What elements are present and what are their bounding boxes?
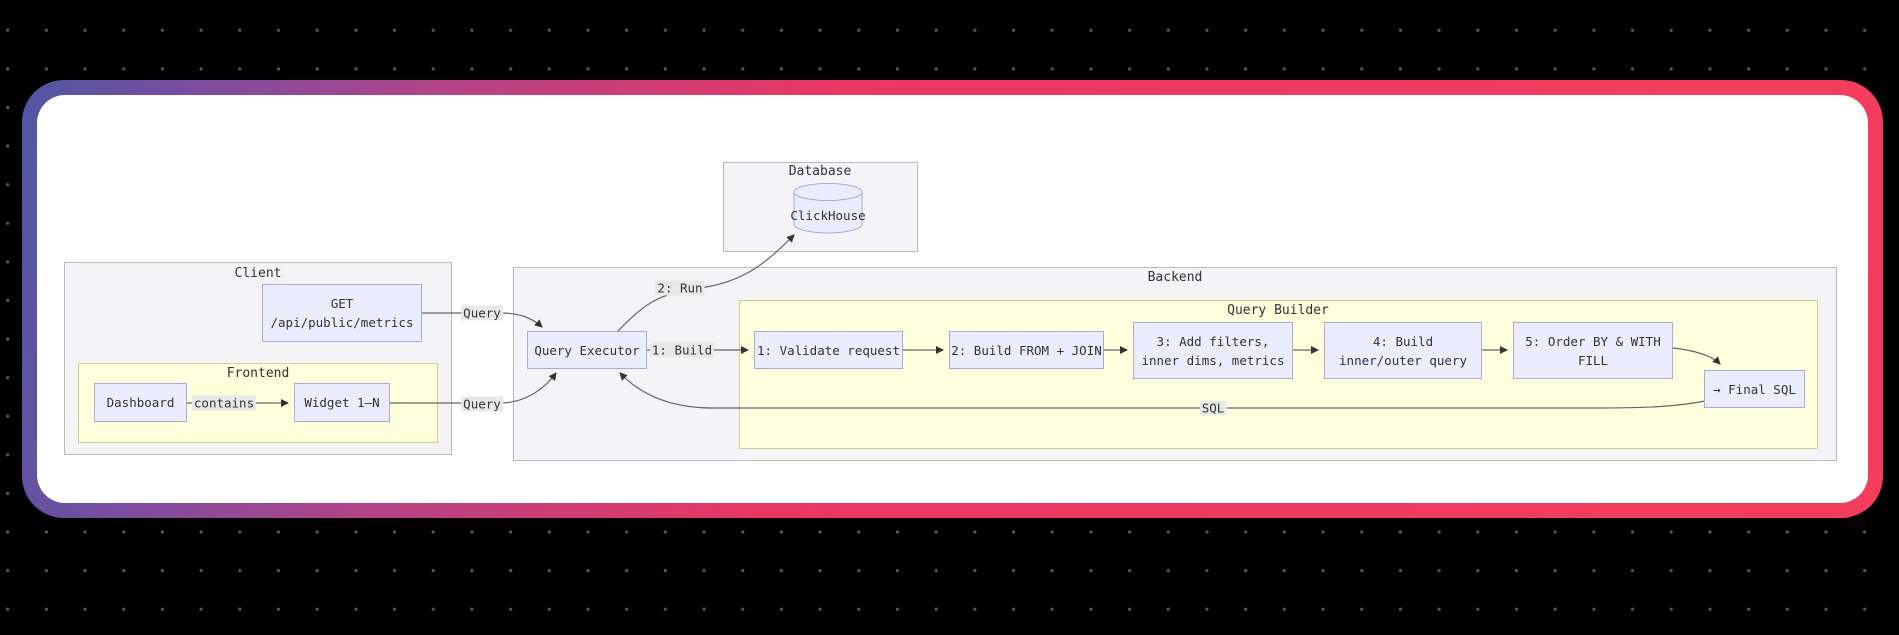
node-add-filters: 3: Add filters, inner dims, metrics	[1133, 322, 1293, 379]
cluster-client-label: Client	[234, 266, 282, 281]
database-cylinder-icon	[793, 183, 863, 234]
cluster-database	[723, 162, 918, 252]
node-get-endpoint-line1: GET	[330, 296, 354, 311]
edge-label-sql: SQL	[1199, 400, 1227, 416]
node-get-endpoint-line2: /api/public/metrics	[270, 315, 414, 330]
edge-executor-to-clickhouse	[617, 234, 795, 332]
edge-label-contains: contains	[191, 395, 257, 411]
node-build-from-join: 2: Build FROM + JOIN	[949, 331, 1104, 369]
node-validate-request: 1: Validate request	[754, 331, 903, 369]
node-order-by-with-fill: 5: Order BY & WITH FILL	[1513, 322, 1673, 379]
node-add-filters-line2: inner dims, metrics	[1141, 352, 1285, 368]
node-order-by-line1: 5: Order BY & WITH	[1525, 333, 1661, 349]
edge-label-run: 2: Run	[655, 280, 705, 296]
node-widget: Widget 1–N	[294, 383, 390, 422]
edge-finalsql-to-executor	[619, 372, 1706, 409]
cluster-backend-label: Backend	[1147, 270, 1203, 285]
edge-label-query-top: Query	[461, 305, 503, 321]
node-query-executor: Query Executor	[527, 331, 647, 369]
node-order-by-line2: FILL	[1577, 352, 1609, 368]
cluster-database-label: Database	[788, 164, 852, 179]
cluster-query-builder-label: Query Builder	[1227, 303, 1329, 318]
edge-label-query-bottom: Query	[461, 396, 503, 412]
node-final-sql: → Final SQL	[1704, 370, 1805, 408]
node-clickhouse: ClickHouse	[790, 208, 866, 223]
cluster-frontend-label: Frontend	[226, 366, 290, 381]
node-build-inner-outer-line1: 4: Build	[1372, 333, 1434, 349]
node-add-filters-line1: 3: Add filters,	[1156, 333, 1270, 349]
edge-label-build: 1: Build	[649, 342, 715, 358]
node-build-inner-outer: 4: Build inner/outer query	[1324, 322, 1482, 379]
node-get-endpoint: GET /api/public/metrics	[262, 284, 422, 342]
node-build-inner-outer-line2: inner/outer query	[1339, 352, 1467, 368]
edge-orderby-to-finalsql	[1672, 347, 1721, 365]
node-dashboard: Dashboard	[94, 383, 187, 422]
